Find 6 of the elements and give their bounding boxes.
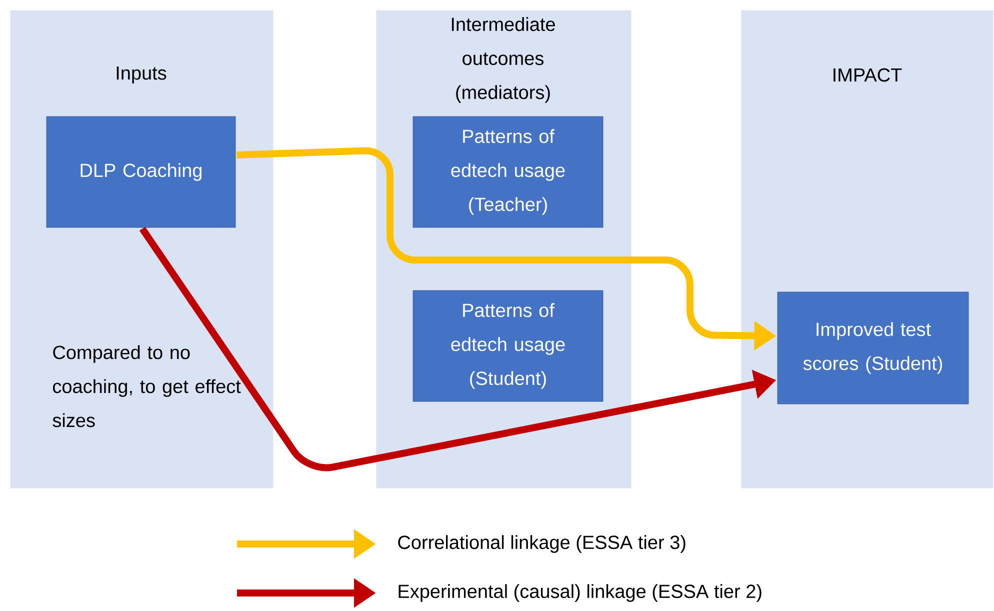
process-box: Improved test scores (Student) — [777, 292, 969, 404]
process-box: DLP Coaching — [46, 116, 236, 228]
legend-label: Correlational linkage (ESSA tier 3) — [398, 535, 686, 553]
process-box: Patterns of edtech usage (Student) — [412, 290, 604, 402]
process-box: Patterns of edtech usage (Teacher) — [412, 116, 604, 228]
legend-label: Experimental (causal) linkage (ESSA tier 2) — [398, 584, 762, 602]
